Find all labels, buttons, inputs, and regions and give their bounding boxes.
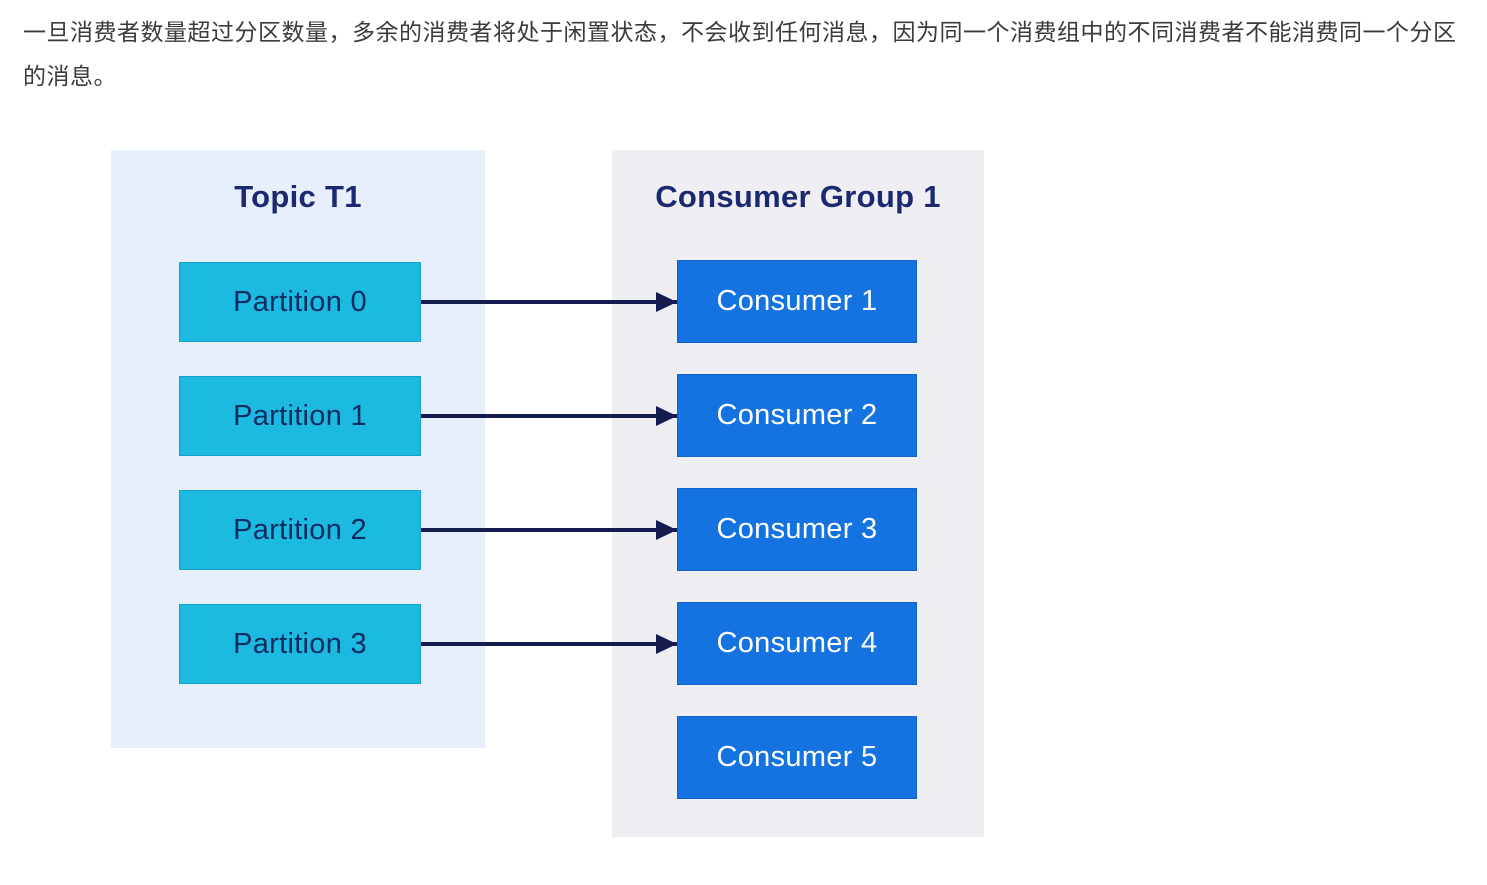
partition-list: Partition 0 Partition 1 Partition 2 Partiti…: [179, 262, 421, 684]
partition-to-consumer-arrow: [421, 634, 677, 654]
intro-paragraph: 一旦消费者数量超过分区数量，多余的消费者将处于闲置状态，不会收到任何消息，因为同…: [23, 20, 1457, 90]
consumer-box: Consumer 5: [677, 716, 917, 799]
partition-to-consumer-arrow: [421, 520, 677, 540]
consumer-box: Consumer 4: [677, 602, 917, 685]
partition-to-consumer-arrow: [421, 406, 677, 426]
topic-panel-title: Topic T1: [234, 179, 362, 214]
partition-box: Partition 3: [179, 604, 421, 684]
arrow-head-icon: [656, 634, 677, 654]
partition-box: Partition 1: [179, 376, 421, 456]
arrow-head-icon: [656, 292, 677, 312]
partition-box: Partition 2: [179, 490, 421, 570]
partition-box: Partition 0: [179, 262, 421, 342]
partition-to-consumer-arrow: [421, 292, 677, 312]
consumer-group-title: Consumer Group 1: [655, 179, 941, 214]
consumer-box: Consumer 3: [677, 488, 917, 571]
arrow-head-icon: [656, 406, 677, 426]
arrow-head-icon: [656, 520, 677, 540]
consumer-box: Consumer 2: [677, 374, 917, 457]
consumer-list: Consumer 1 Consumer 2 Consumer 3 Consumer 4…: [677, 260, 917, 799]
consumer-box: Consumer 1: [677, 260, 917, 343]
